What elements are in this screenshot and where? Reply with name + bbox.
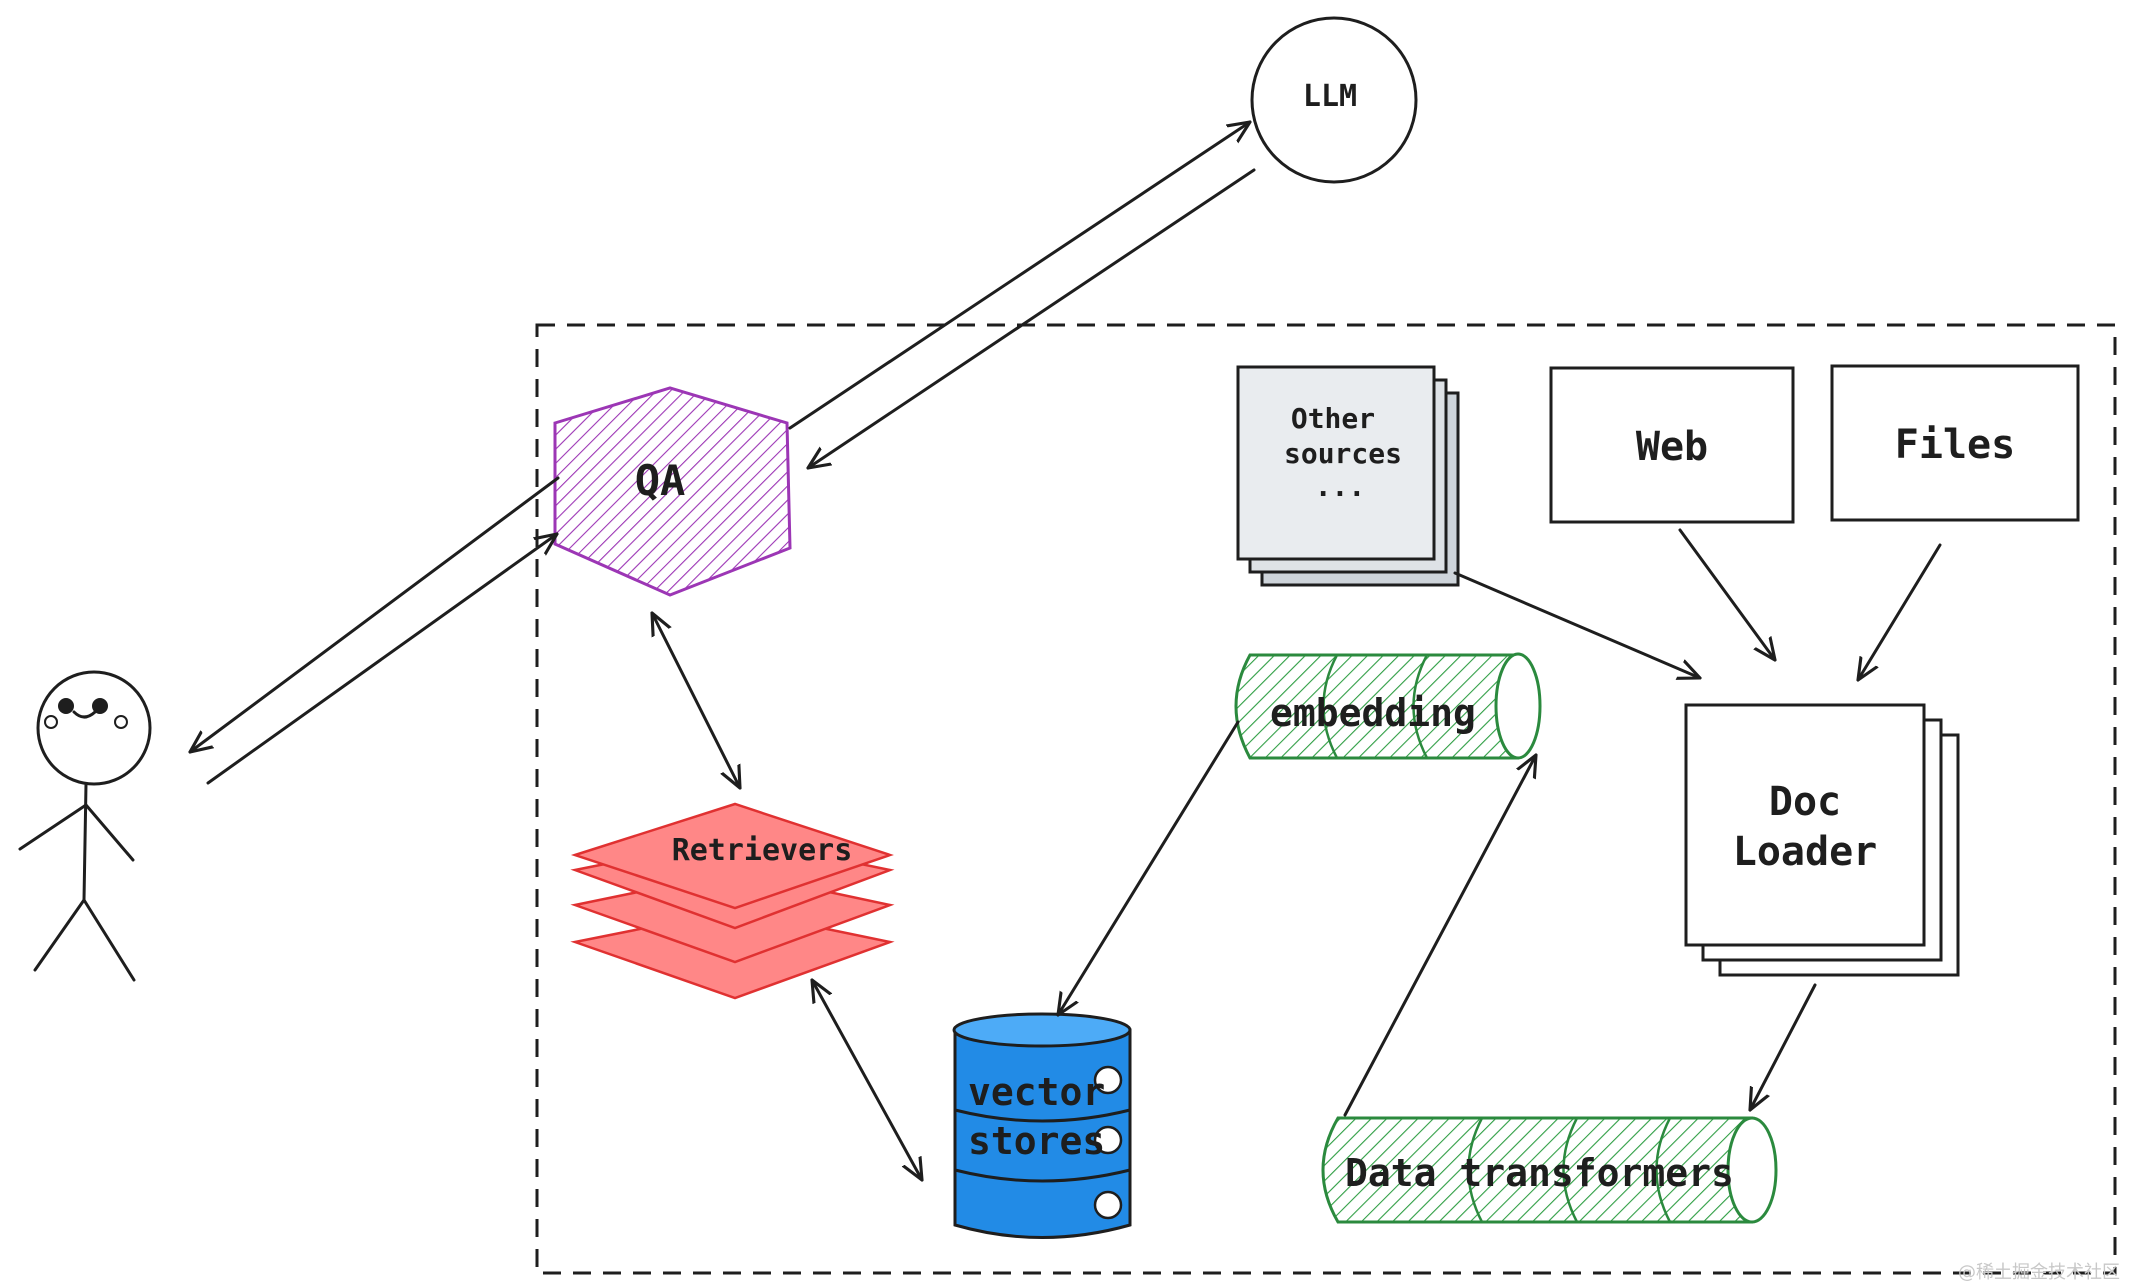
web-label: Web xyxy=(1636,424,1708,470)
vector-stores-label-line2: stores xyxy=(968,1119,1105,1163)
arrow-llm-to-qa xyxy=(808,168,1256,468)
watermark: @稀土掘金技术社区 xyxy=(1958,1262,2120,1283)
system-boundary xyxy=(535,323,2117,1275)
arrow-qa-to-user xyxy=(190,476,560,752)
retrievers-node: Retrievers xyxy=(570,802,895,1000)
embedding-label: embedding xyxy=(1270,691,1476,735)
user-stick-figure xyxy=(18,670,152,982)
arrow-qa-retrievers xyxy=(652,613,740,788)
arrow-qa-to-llm xyxy=(788,122,1250,430)
embedding-node: embedding xyxy=(1234,652,1542,760)
doc-loader-label-line2: Loader xyxy=(1733,829,1878,875)
doc-loader-node: Doc Loader xyxy=(1684,703,1960,977)
data-transformers-label: Data transformers xyxy=(1345,1151,1734,1195)
web-node: Web xyxy=(1549,366,1795,524)
arrow-files-to-docloader xyxy=(1858,543,1942,680)
doc-loader-label-line1: Doc xyxy=(1769,779,1841,825)
other-sources-node: Other sources ... xyxy=(1236,365,1460,587)
files-label: Files xyxy=(1895,422,2015,468)
retrievers-label: Retrievers xyxy=(672,833,853,868)
connectors xyxy=(190,122,1942,1180)
vector-stores-node: vector stores xyxy=(952,1012,1132,1239)
arrow-other-sources-to-docloader xyxy=(1453,571,1700,678)
arrow-user-to-qa xyxy=(206,534,557,785)
vector-stores-label-line1: vector xyxy=(968,1070,1105,1114)
other-sources-label-line1: Other xyxy=(1291,402,1375,435)
arrow-transformers-to-embedding xyxy=(1343,755,1536,1117)
data-transformers-node: Data transformers xyxy=(1321,1116,1778,1224)
qa-node: QA xyxy=(553,386,792,597)
other-sources-label-line3: ... xyxy=(1315,470,1366,503)
arrow-embedding-to-vector-stores xyxy=(1058,720,1240,1015)
arrow-web-to-docloader xyxy=(1678,528,1775,660)
llm-node: LLM xyxy=(1250,16,1418,184)
other-sources-label-line2: sources xyxy=(1284,437,1402,470)
qa-label: QA xyxy=(635,456,686,505)
llm-label: LLM xyxy=(1303,79,1357,114)
files-node: Files xyxy=(1830,364,2080,522)
arrow-retrievers-vector-stores xyxy=(812,980,922,1180)
arrow-docloader-to-transformers xyxy=(1750,983,1817,1110)
